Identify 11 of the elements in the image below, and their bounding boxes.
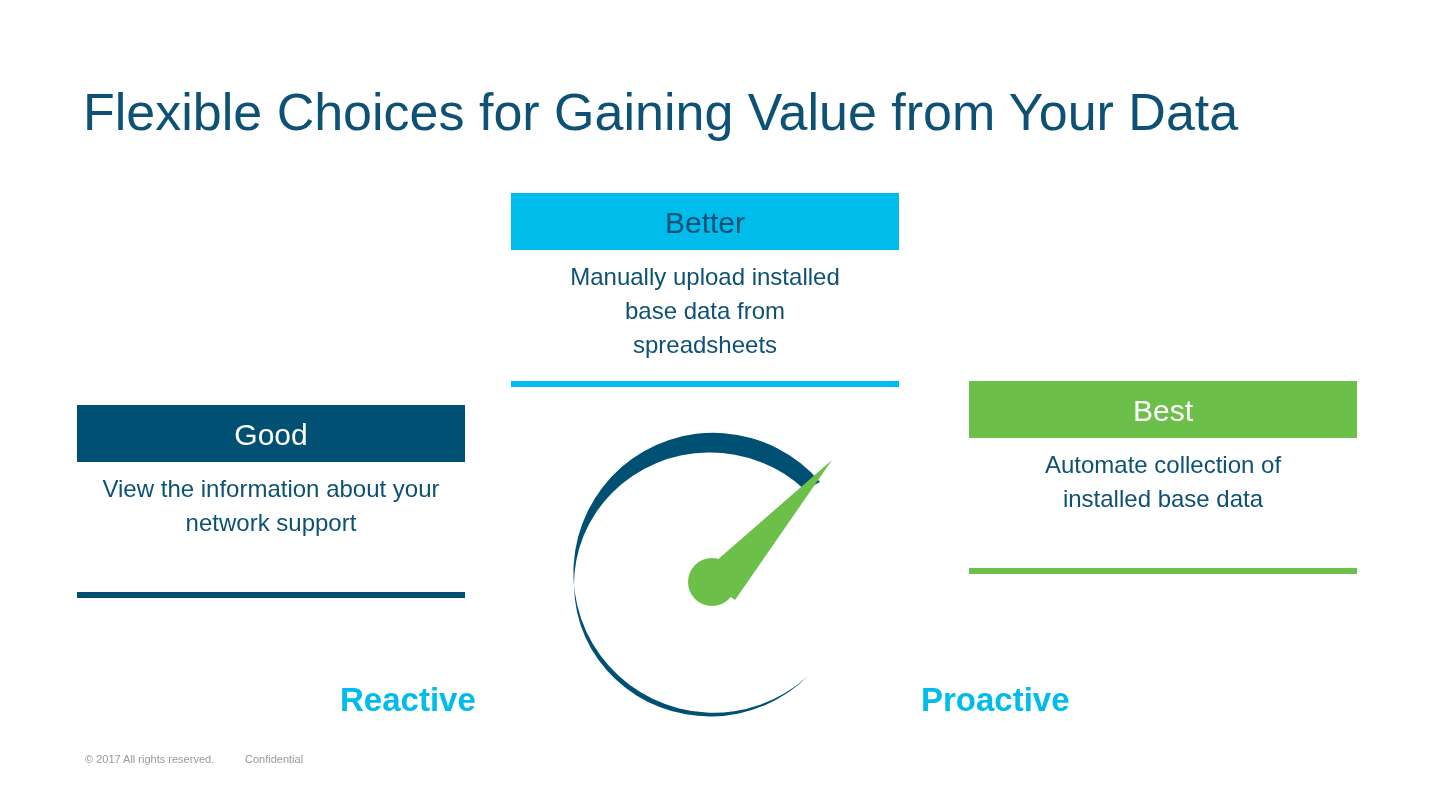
tier-header: Best — [969, 381, 1357, 438]
axis-label: Reactive — [340, 681, 476, 719]
footer-text: Confidential — [245, 753, 304, 765]
tier-description: Manually upload installed base data from spreadsheets — [569, 262, 841, 360]
tier-header: Better — [511, 193, 899, 250]
slide-title: Flexible Choices for Gaining Value from Your Data — [83, 82, 1239, 142]
tier-header: Good — [77, 405, 465, 462]
axis-label: Proactive — [921, 681, 1070, 719]
tier-description: View the information about your network support — [101, 474, 441, 538]
tier-description: Automate collection of installed base data — [1043, 450, 1283, 514]
footer-text: © 2017 All rights reserved. — [85, 753, 215, 765]
